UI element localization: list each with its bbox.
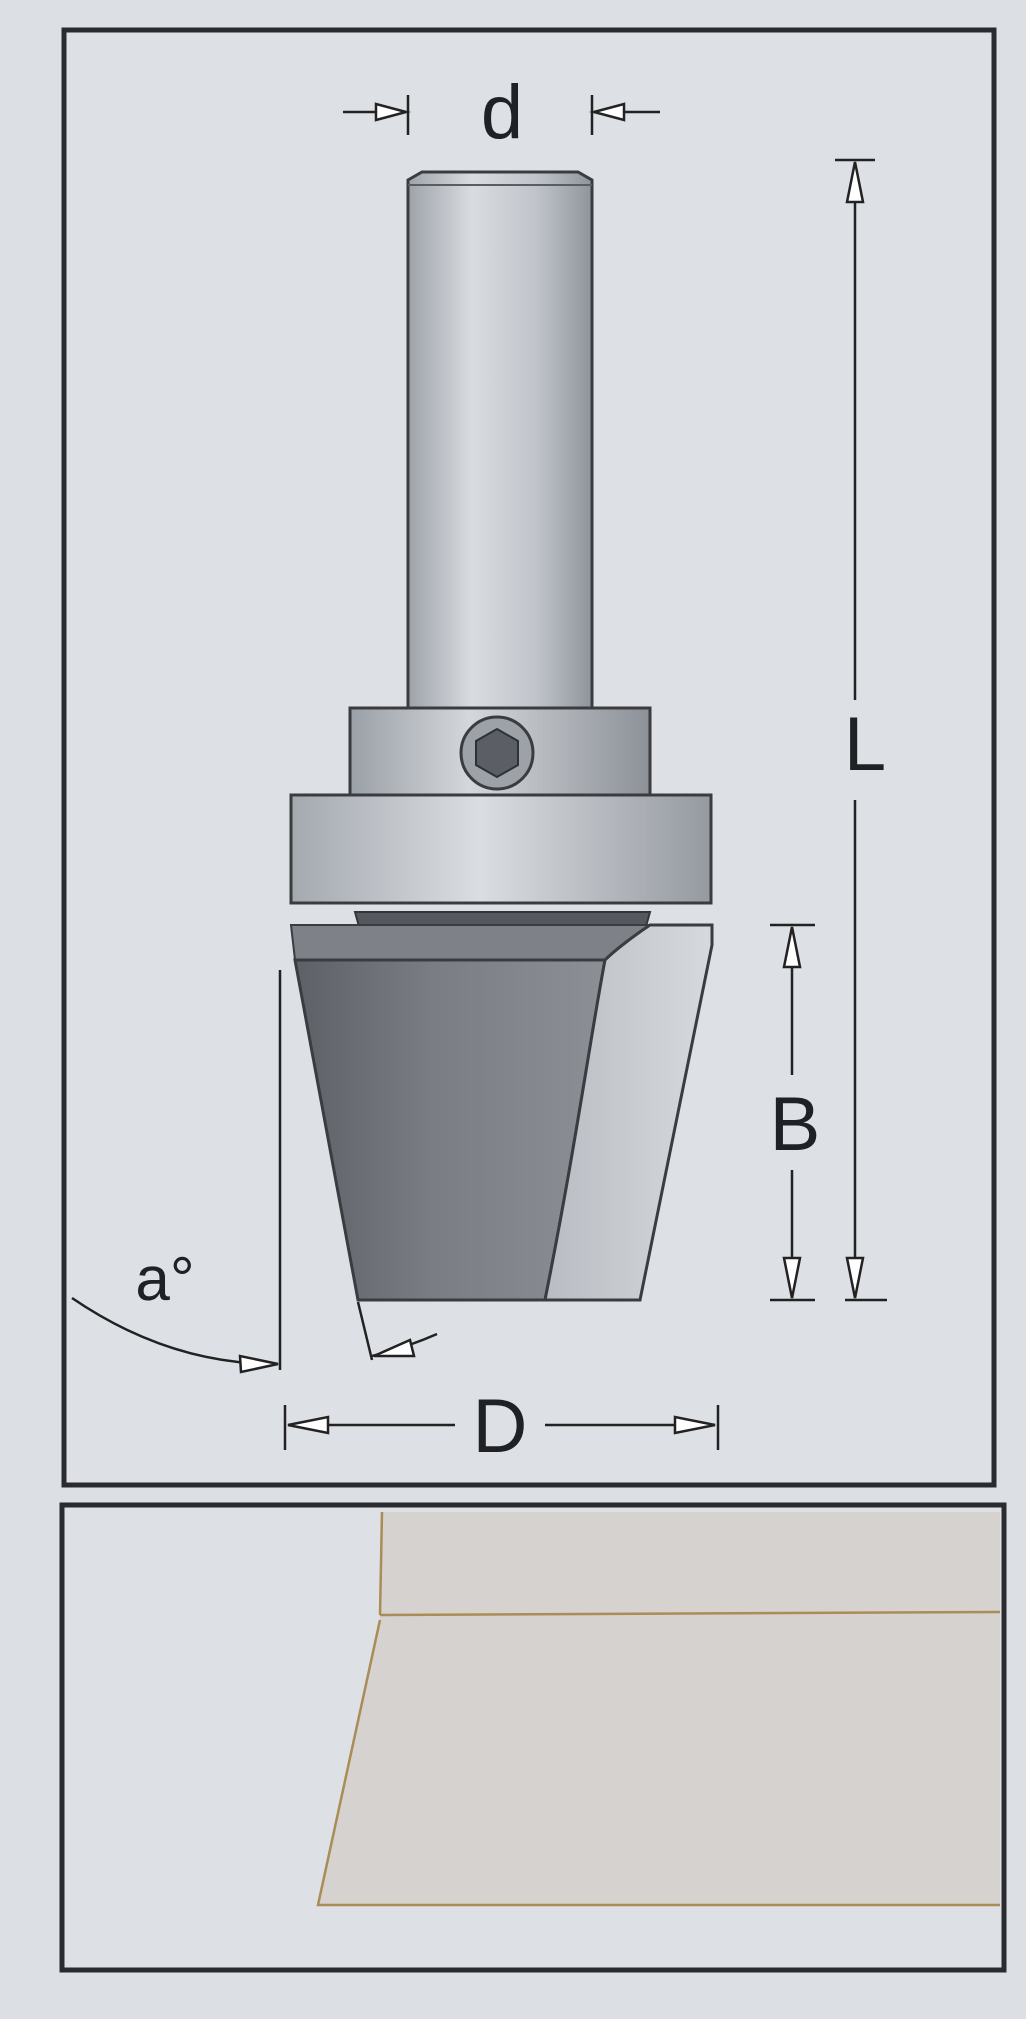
collar <box>348 706 652 800</box>
dimension-cap-d <box>283 1405 720 1450</box>
cutter-body <box>289 923 714 1302</box>
workpiece-profile <box>316 1511 1001 1907</box>
label-b: B <box>770 1082 821 1167</box>
label-angle: a° <box>135 1245 194 1314</box>
dimension-angle <box>71 970 438 1374</box>
dimension-b <box>770 923 815 1302</box>
shank <box>406 170 594 712</box>
label-d: d <box>481 70 523 155</box>
label-cap-d: D <box>473 1384 528 1469</box>
bearing <box>289 793 713 905</box>
label-l: L <box>844 702 886 787</box>
dimension-d <box>343 95 660 135</box>
dimension-l <box>835 158 887 1302</box>
